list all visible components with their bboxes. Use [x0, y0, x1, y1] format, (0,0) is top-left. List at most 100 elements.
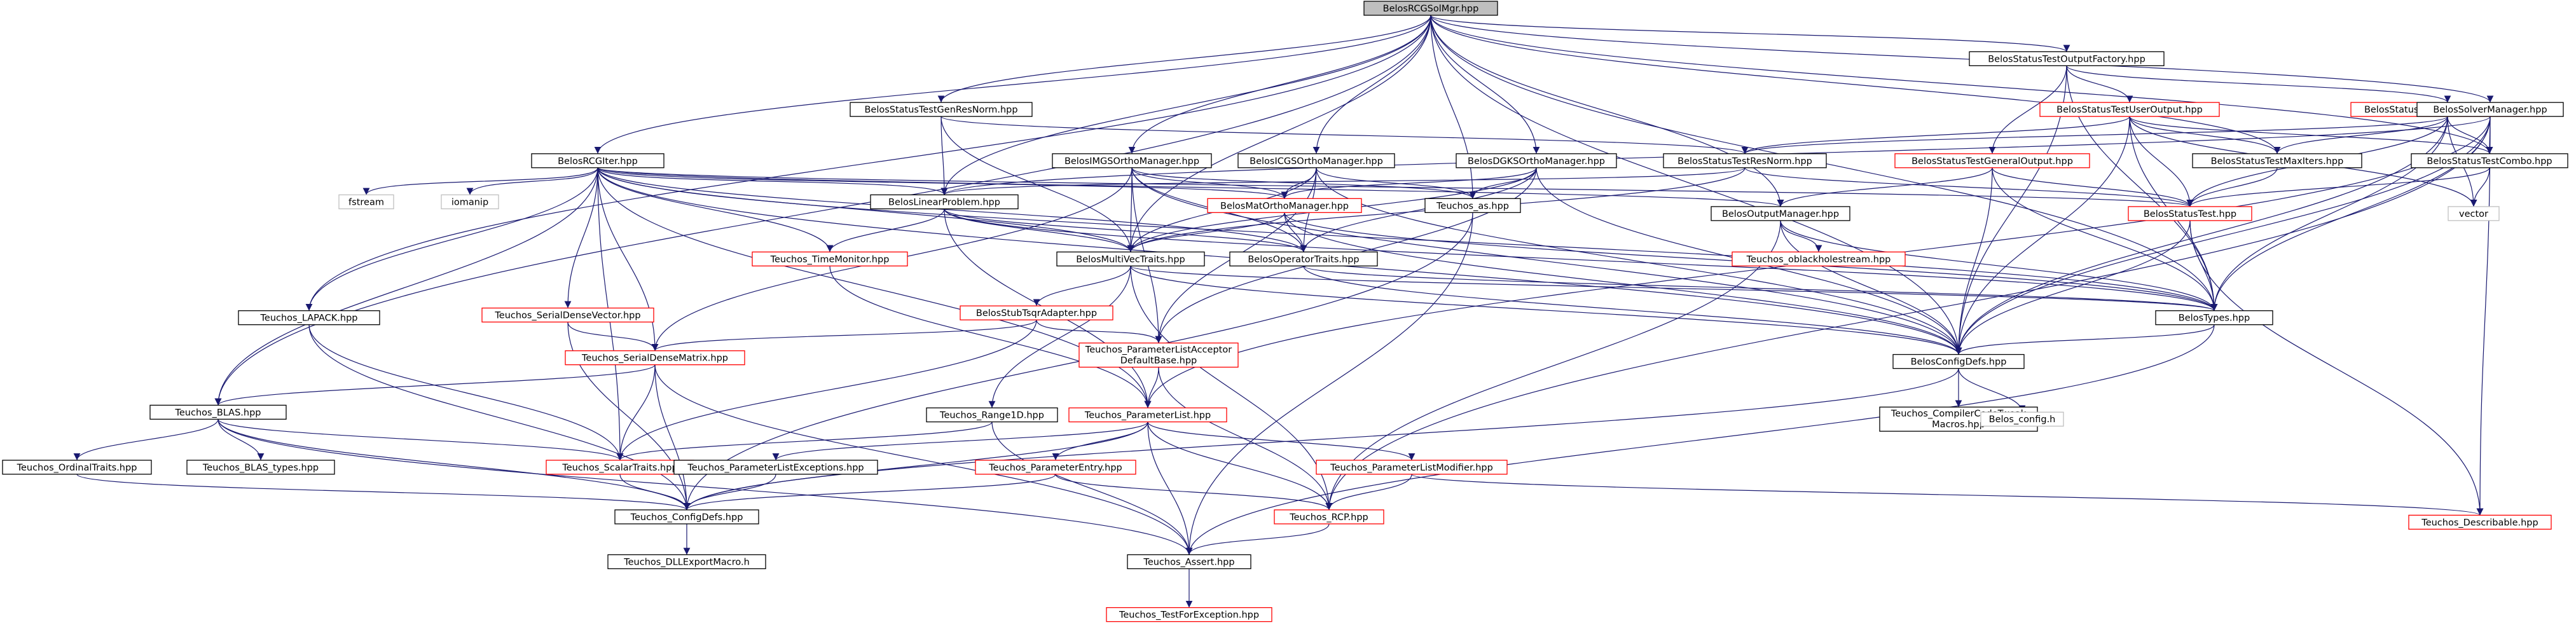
node-iomanip: iomanip	[441, 194, 499, 210]
node-lapack[interactable]: Teuchos_LAPACK.hpp	[238, 310, 380, 326]
node-useroutput[interactable]: BelosStatusTestUserOutput.hpp	[2039, 102, 2220, 117]
node-box-belosconfigdefs	[1892, 354, 2025, 369]
node-box-resnorm	[1663, 153, 1827, 168]
node-label-belosconfigdefs: BelosConfigDefs.hpp	[1911, 357, 2007, 368]
node-box-ordinaltraits	[2, 460, 152, 475]
node-outputmanager[interactable]: BelosOutputManager.hpp	[1711, 206, 1850, 221]
node-ordinaltraits[interactable]: Teuchos_OrdinalTraits.hpp	[2, 460, 152, 475]
node-testforexc[interactable]: Teuchos_TestForException.hpp	[1106, 607, 1272, 622]
edge-plvalidator-to-paramlist	[1144, 367, 1159, 408]
node-describable[interactable]: Teuchos_Describable.hpp	[2408, 514, 2552, 530]
edge-linearproblem-to-multivectraits	[944, 209, 1134, 252]
node-dllexport[interactable]: Teuchos_DLLExportMacro.h	[607, 554, 766, 570]
edge-resnormoutput-to-maxiters	[2273, 116, 2448, 154]
edge-dgks-to-operatortraits	[1300, 167, 1537, 252]
node-label-serialdensematrix: Teuchos_SerialDenseMatrix.hpp	[581, 354, 728, 364]
node-outputfactory[interactable]: BelosStatusTestOutputFactory.hpp	[1969, 51, 2165, 67]
node-blastypes[interactable]: Teuchos_BLAS_types.hpp	[186, 460, 335, 475]
node-box-imgs	[1052, 153, 1212, 168]
node-linearproblem[interactable]: BelosLinearProblem.hpp	[870, 194, 1019, 210]
node-oblackhole[interactable]: Teuchos_oblackholestream.hpp	[1732, 251, 1906, 266]
node-box-timemonitor	[752, 251, 908, 266]
node-scalartraits[interactable]: Teuchos_ScalarTraits.hpp	[546, 460, 694, 475]
node-range1d[interactable]: Teuchos_Range1D.hpp	[926, 407, 1058, 423]
edge-stubtsqr-to-scalartraits	[616, 320, 1037, 460]
node-paramentry[interactable]: Teuchos_ParameterEntry.hpp	[975, 460, 1136, 475]
edge-paramlist-to-plexceptions	[772, 422, 1148, 461]
edge-generaloutput-to-belostypes	[1992, 167, 2218, 311]
node-label-matortho: BelosMatOrthoManager.hpp	[1220, 201, 1349, 211]
node-blas[interactable]: Teuchos_BLAS.hpp	[149, 404, 287, 420]
node-matortho[interactable]: BelosMatOrthoManager.hpp	[1207, 198, 1362, 213]
node-serialdensematrix[interactable]: Teuchos_SerialDenseMatrix.hpp	[565, 350, 745, 366]
node-box-plmodifier	[1316, 460, 1508, 475]
edge-statustest-to-describable	[2189, 220, 2484, 516]
node-box-fstream	[338, 194, 394, 210]
node-paramlist[interactable]: Teuchos_ParameterList.hpp	[1068, 407, 1227, 423]
edge-imgs-to-belosconfigdefs	[1131, 167, 1962, 355]
node-operatortraits[interactable]: BelosOperatorTraits.hpp	[1229, 251, 1378, 266]
node-label-rcp: Teuchos_RCP.hpp	[1289, 512, 1368, 523]
node-label-teuchos_as: Teuchos_as.hpp	[1436, 201, 1509, 211]
node-rcp[interactable]: Teuchos_RCP.hpp	[1274, 509, 1384, 525]
node-stubtsqr[interactable]: BelosStubTsqrAdapter.hpp	[960, 305, 1113, 320]
node-configdefs_t[interactable]: Teuchos_ConfigDefs.hpp	[614, 509, 759, 525]
node-combo[interactable]: BelosStatusTestCombo.hpp	[2411, 153, 2568, 168]
edge-belostypes-to-belosconfigdefs	[1955, 324, 2215, 355]
edge-root-to-icgs	[1312, 15, 1431, 154]
edge-root-to-blas	[214, 15, 1431, 406]
node-label-ordinaltraits: Teuchos_OrdinalTraits.hpp	[17, 463, 137, 473]
node-teuchos_as[interactable]: Teuchos_as.hpp	[1424, 198, 1521, 213]
edge-rcgiter-to-belostypes	[597, 167, 2218, 311]
node-rcgiter[interactable]: BelosRCGIter.hpp	[531, 153, 665, 168]
node-generaloutput[interactable]: BelosStatusTestGeneralOutput.hpp	[1894, 153, 2090, 168]
node-belostypes[interactable]: BelosTypes.hpp	[2155, 310, 2273, 326]
node-root[interactable]: BelosRCGSolMgr.hpp	[1363, 1, 1498, 16]
edge-combo-to-vector	[2470, 167, 2490, 207]
node-belos_config: Belos_config.h	[1980, 411, 2064, 427]
edge-root-to-linearproblem	[940, 15, 1431, 195]
node-label-imgs: BelosIMGSOrthoManager.hpp	[1064, 156, 1199, 167]
node-plexceptions[interactable]: Teuchos_ParameterListExceptions.hpp	[673, 460, 878, 475]
node-dgks[interactable]: BelosDGKSOrthoManager.hpp	[1456, 153, 1617, 168]
node-maxiters[interactable]: BelosStatusTestMaxIters.hpp	[2192, 153, 2362, 168]
edge-useroutput-to-belosconfigdefs	[1955, 116, 2130, 355]
node-gensresnorm[interactable]: BelosStatusTestGenResNorm.hpp	[850, 102, 1033, 117]
edge-blas-to-assert	[217, 419, 1193, 555]
node-box-rcp	[1274, 509, 1384, 525]
node-label-describable: Teuchos_Describable.hpp	[2421, 518, 2538, 528]
node-solvermanager[interactable]: BelosSolverManager.hpp	[2416, 102, 2564, 117]
edge-belosconfigdefs-to-belos_config	[1958, 368, 2026, 413]
node-resnorm[interactable]: BelosStatusTestResNorm.hpp	[1663, 153, 1827, 168]
node-label-rcgiter: BelosRCGIter.hpp	[558, 156, 638, 167]
node-label-outputmanager: BelosOutputManager.hpp	[1722, 209, 1839, 219]
node-label-plmodifier: Teuchos_ParameterListModifier.hpp	[1330, 463, 1493, 473]
edge-operatortraits-to-belostypes	[1303, 265, 2217, 312]
edge-belosconfigdefs-to-configdefs_t	[683, 368, 1959, 510]
node-timemonitor[interactable]: Teuchos_TimeMonitor.hpp	[752, 251, 908, 266]
node-serialdensevector[interactable]: Teuchos_SerialDenseVector.hpp	[481, 307, 654, 323]
node-box-iomanip	[441, 194, 499, 210]
edge-solvermanager-to-belostypes	[2210, 116, 2491, 311]
node-label-stubtsqr: BelosStubTsqrAdapter.hpp	[976, 308, 1097, 319]
edge-serialdensevector-to-serialdensematrix	[567, 322, 659, 351]
node-assert[interactable]: Teuchos_Assert.hpp	[1127, 554, 1251, 570]
node-imgs[interactable]: BelosIMGSOrthoManager.hpp	[1052, 153, 1212, 168]
node-belosconfigdefs[interactable]: BelosConfigDefs.hpp	[1892, 354, 2025, 369]
edge-resnormoutput-to-resnorm	[1742, 116, 2448, 155]
node-statustest[interactable]: BelosStatusTest.hpp	[2128, 206, 2252, 221]
node-box-statustest	[2128, 206, 2252, 221]
edge-lapack-to-scalartraits	[308, 324, 624, 460]
edge-plexceptions-to-configdefs_t	[683, 474, 776, 511]
edge-matortho-to-belosconfigdefs	[1284, 212, 1962, 355]
node-plvalidator[interactable]: Teuchos_ParameterListAcceptorDefaultBase…	[1078, 342, 1239, 368]
edge-root-to-combo	[1430, 15, 2493, 154]
edge-paramlist-to-plmodifier	[1147, 422, 1415, 461]
edge-serialdensematrix-to-blas	[214, 364, 656, 406]
node-plmodifier[interactable]: Teuchos_ParameterListModifier.hpp	[1316, 460, 1508, 475]
node-box-gensresnorm	[850, 102, 1033, 117]
edge-range1d-to-assert	[991, 422, 1193, 555]
node-multivectraits[interactable]: BelosMultiVecTraits.hpp	[1056, 251, 1205, 266]
node-icgs[interactable]: BelosICGSOrthoManager.hpp	[1237, 153, 1395, 168]
node-box-generaloutput	[1894, 153, 2090, 168]
